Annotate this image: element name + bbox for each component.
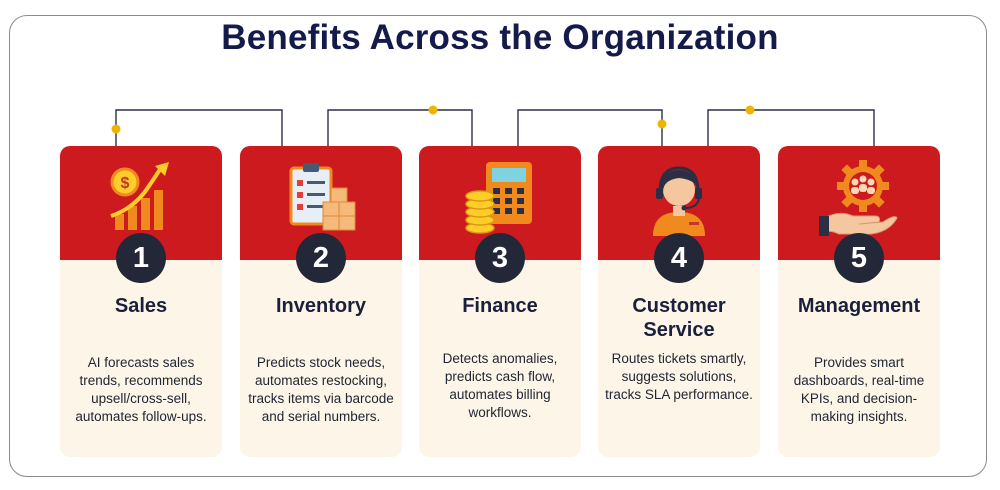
page-title: Benefits Across the Organization [221,18,779,57]
support-agent-icon [639,158,719,238]
card-title: Sales [114,295,168,317]
connector-3-4 [517,109,663,146]
card-description: Predicts stock needs, automates restocki… [248,355,394,424]
card-title: Finance [462,295,538,317]
card-title: Customer Service [632,295,726,341]
card-description: Routes tickets smartly, suggests solutio… [605,351,753,402]
connector-dot [428,105,438,115]
connector-4-5 [707,109,875,146]
card-customer-service: 4 Customer Service Routes tickets smartl… [598,146,760,457]
team-management-icon [819,158,899,238]
step-number-badge: 4 [654,233,704,283]
card-title: Inventory [275,295,367,317]
connector-2-3 [327,109,473,146]
card-description: Provides smart dashboards, real-time KPI… [793,355,925,424]
connector-dot [111,124,121,134]
card-inventory: 2 Inventory Predicts stock needs, automa… [240,146,402,457]
card-description: AI forecasts sales trends, recommends up… [75,355,207,424]
step-number-badge: 1 [116,233,166,283]
card-management: 5 Management Provides smart dashboards, … [778,146,940,457]
card-description: Detects anomalies, predicts cash flow, a… [442,351,558,420]
step-number-badge: 5 [834,233,884,283]
card-sales: $ 1 Sales AI forecasts sales trends, rec… [60,146,222,457]
card-finance: 3 Finance Detects anomalies, predicts ca… [419,146,581,457]
connector-dot [657,119,667,129]
calculator-coins-icon [460,158,540,238]
sales-growth-icon: $ [101,158,181,238]
connector-dot [745,105,755,115]
svg-text:$: $ [121,175,130,192]
card-title: Management [797,295,921,317]
connector-1-2 [115,109,283,146]
step-number-badge: 2 [296,233,346,283]
step-number-badge: 3 [475,233,525,283]
inventory-checklist-icon [281,158,361,238]
